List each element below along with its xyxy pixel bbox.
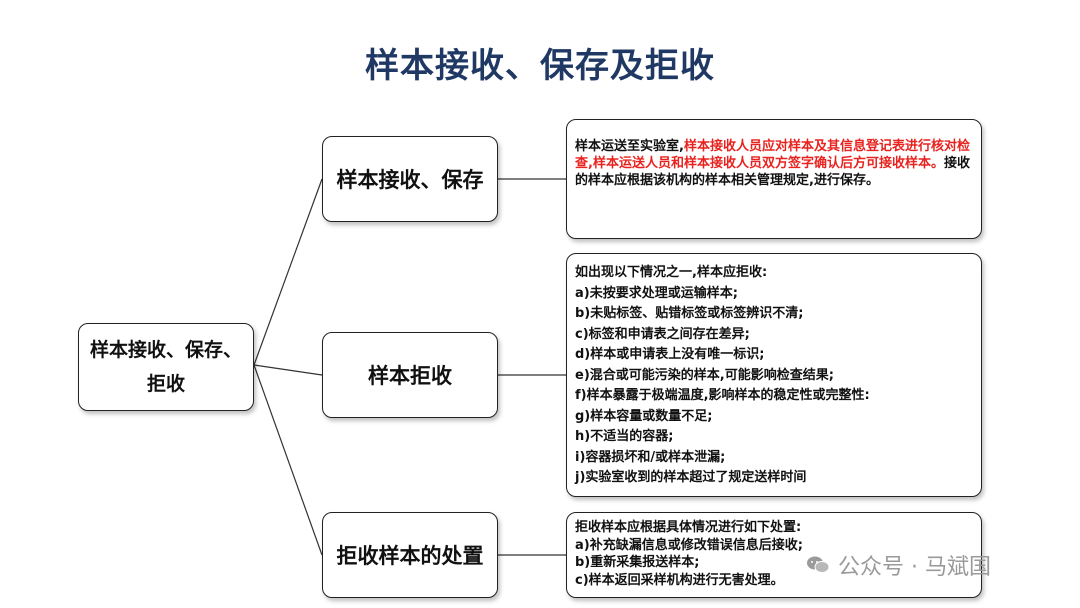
dispose-intro: 拒收样本应根据具体情况进行如下处置: [575, 520, 802, 535]
reject-intro: 如出现以下情况之一,样本应拒收: [575, 265, 768, 280]
watermark: 公众号 · 马斌国 [806, 549, 991, 581]
reject-item-h: h)不适当的容器; [575, 429, 674, 444]
connector-root-to-dispose [253, 364, 323, 556]
reject-item-f: f)样本暴露于极端温度,影响样本的稳定性或完整性: [575, 388, 870, 403]
detail-box-receive: 样本运送至实验室,样本接收人员应对样本及其信息登记表进行核对检查,样本运送人员和… [566, 119, 982, 239]
branch-node-dispose: 拒收样本的处置 [322, 512, 498, 598]
reject-item-g: g)样本容量或数量不足; [575, 408, 713, 424]
branch-node-receive: 样本接收、保存 [322, 136, 498, 222]
reject-item-j: j)实验室收到的样本超过了规定送样时间 [575, 470, 807, 485]
dispose-item-a: a)补充缺漏信息或修改错误信息后接收; [575, 537, 803, 553]
reject-item-a: a)未按要求处理或运输样本; [575, 285, 738, 301]
reject-item-i: i)容器损坏和/或样本泄漏; [575, 449, 726, 465]
receive-text-1: 样本运送至实验室, [575, 139, 684, 154]
page-title: 样本接收、保存及拒收 [365, 46, 715, 86]
reject-item-d: d)样本或申请表上没有唯一标识; [575, 347, 765, 362]
branch-node-reject: 样本拒收 [322, 332, 498, 418]
root-label-line2: 拒收 [146, 373, 185, 395]
reject-item-c: c)标签和申请表之间存在差异; [575, 326, 750, 342]
receive-text-2: 接收的样本应根据该机构的样本相关管理规定,进行保存。 [575, 156, 970, 188]
branch-label-receive: 样本接收、保存 [336, 168, 484, 192]
root-label-line1: 样本接收、保存、 [89, 339, 242, 361]
connector-root-to-reject [253, 364, 323, 376]
wechat-icon [807, 556, 830, 573]
dispose-item-c: c)样本返回采样机构进行无害处理。 [575, 572, 784, 588]
reject-item-e: e)混合或可能污染的样本,可能影响检查结果; [575, 367, 834, 383]
branch-label-dispose: 拒收样本的处置 [336, 544, 484, 568]
receive-text-highlight: 样本接收人员应对样本及其信息登记表进行核对检查,样本运送人员和样本接收人员双方签… [575, 139, 970, 171]
detail-box-dispose: 拒收样本应根据具体情况进行如下处置: a)补充缺漏信息或修改错误信息后接收; b… [566, 512, 982, 598]
detail-box-reject: 如出现以下情况之一,样本应拒收: a)未按要求处理或运输样本; b)未贴标签、贴… [566, 253, 982, 497]
watermark-text: 公众号 · 马斌国 [838, 555, 991, 580]
connector-root-to-receive [253, 178, 323, 366]
dispose-item-b: b)重新采集报送样本; [575, 555, 700, 570]
root-node: 样本接收、保存、 拒收 [78, 323, 254, 411]
branch-label-reject: 样本拒收 [368, 364, 452, 388]
reject-item-b: b)未贴标签、贴错标签或标签辨识不清; [575, 306, 804, 321]
